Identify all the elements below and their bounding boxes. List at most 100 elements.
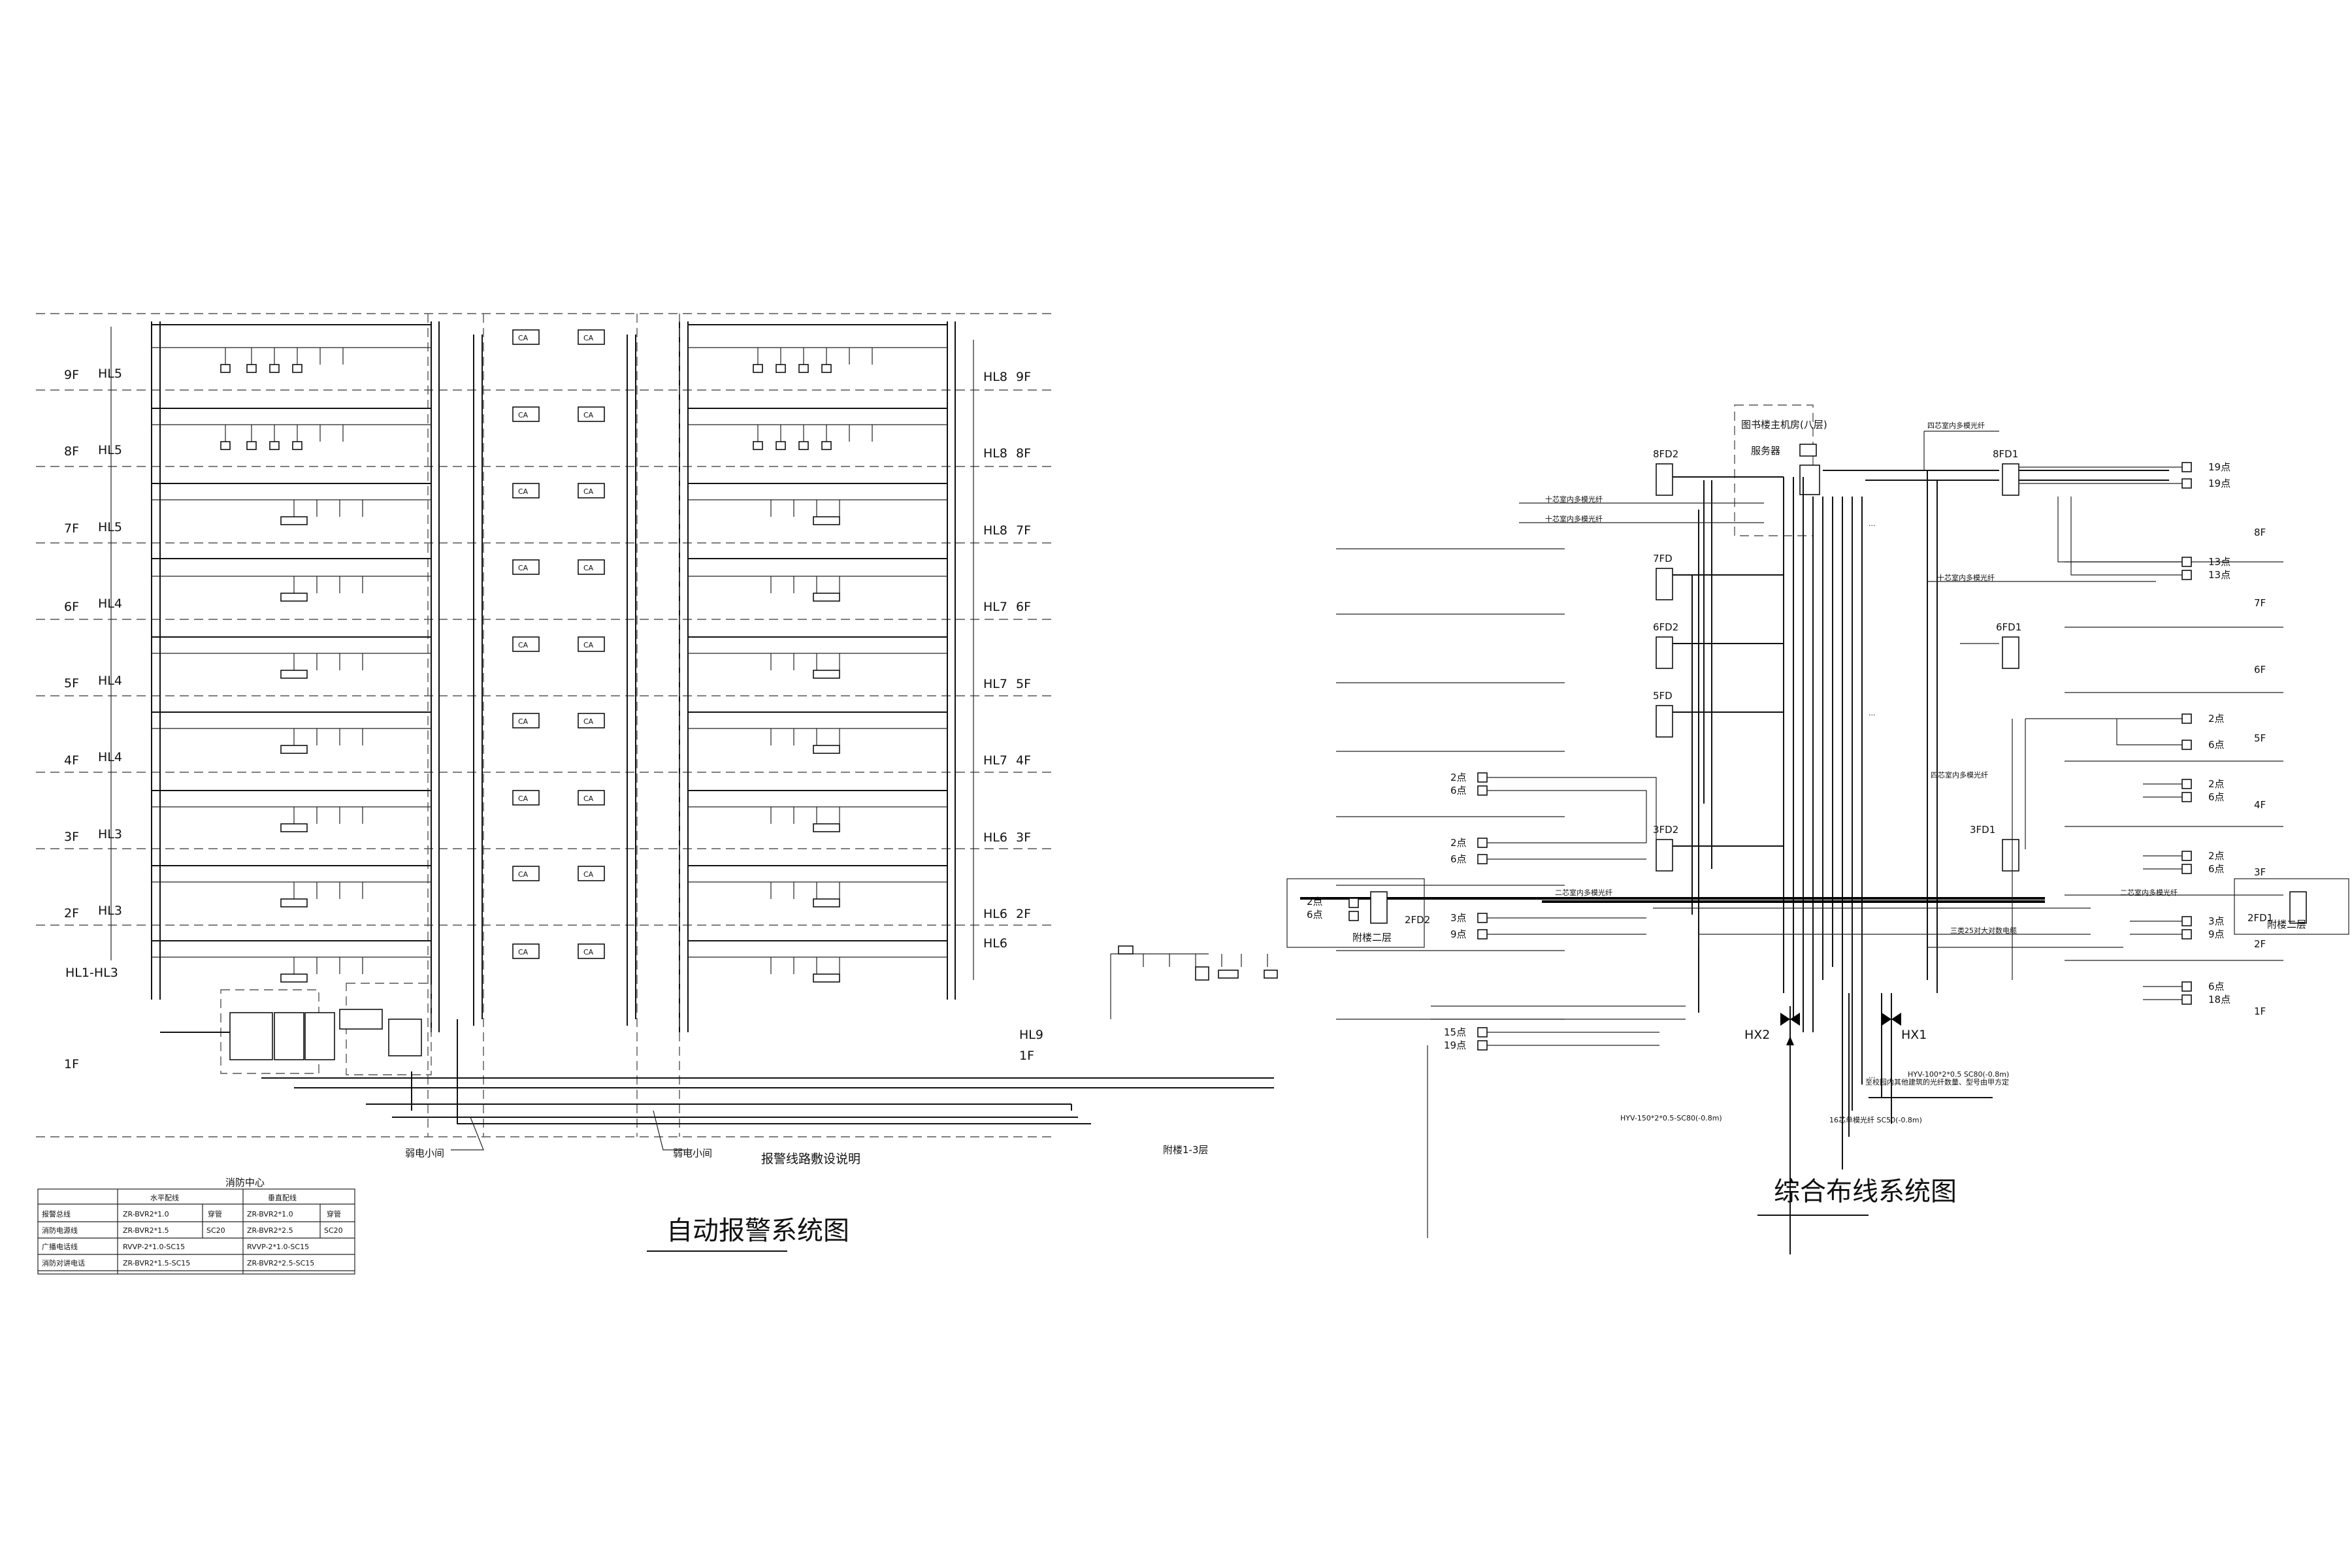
svg-text:附楼二层: 附楼二层 [2267, 919, 2306, 930]
hx1-label: HX1 [1901, 1028, 1927, 1042]
svg-text:HYV-100*2*0.5 SC80(-0.8m): HYV-100*2*0.5 SC80(-0.8m) [1908, 1070, 2009, 1079]
svg-text:3点: 3点 [1450, 912, 1467, 924]
svg-text:8F: 8F [2254, 527, 2266, 538]
svg-text:HL3: HL3 [98, 904, 122, 918]
svg-text:...: ... [1869, 709, 1876, 717]
svg-text:十芯室内多模光纤: 十芯室内多模光纤 [1545, 495, 1603, 504]
detector-boxes [220, 364, 840, 983]
svg-text:2F: 2F [64, 906, 79, 921]
control-center: 消防中心 弱电小间 弱电小间 附楼1-3层 [160, 945, 1278, 1188]
annex-left: 2点 6点 附楼二层 [1286, 878, 1425, 948]
cabling-diagram: 8F 7F 6F 5F 4F 3F 2F 1F 图书楼主机房(八层) 服务器 [1286, 404, 2349, 1254]
ca-label: CA [518, 794, 529, 803]
svg-text:十芯室内多模光纤: 十芯室内多模光纤 [1545, 514, 1603, 523]
svg-text:6点: 6点 [2208, 981, 2225, 992]
svg-text:...: ... [1869, 1071, 1876, 1080]
wiring-notes-title: 报警线路敷设说明 [761, 1152, 860, 1166]
svg-text:HL8: HL8 [983, 446, 1007, 461]
shaft-label-left: 弱电小间 [405, 1147, 444, 1159]
svg-text:4F: 4F [64, 753, 79, 768]
svg-text:穿管: 穿管 [208, 1209, 222, 1218]
svg-text:二芯室内多模光纤: 二芯室内多模光纤 [1555, 888, 1612, 897]
svg-text:SC20: SC20 [206, 1226, 225, 1235]
svg-text:18点: 18点 [2208, 994, 2230, 1005]
svg-text:...: ... [1869, 519, 1876, 528]
svg-text:RVVP-2*1.0-SC15: RVVP-2*1.0-SC15 [123, 1243, 185, 1251]
svg-text:报警总线: 报警总线 [42, 1209, 71, 1218]
svg-text:7F: 7F [2254, 597, 2266, 609]
wiring-table: 水平配线 垂直配线 报警总线 ZR-BVR2*1.0 ZR-BVR2*1.0 穿… [37, 1188, 355, 1275]
floor-labels-left: 9F 8F 7F 6F 5F 4F 3F 2F 1F [64, 368, 79, 1071]
svg-text:6点: 6点 [1450, 853, 1467, 865]
svg-text:5F: 5F [64, 676, 79, 691]
svg-text:广播电话线: 广播电话线 [42, 1242, 78, 1251]
devices-left [225, 348, 363, 974]
svg-text:垂直配线: 垂直配线 [268, 1193, 297, 1202]
ca-label: CA [583, 487, 594, 496]
svg-text:三类25对大对数电缆: 三类25对大对数电缆 [1950, 926, 2017, 935]
svg-text:7F: 7F [1016, 523, 1031, 538]
legend-note: 附楼1-3层 [1163, 1144, 1209, 1156]
right-outlets: 19点 19点 13点 13点 2点 6点 2点 6点 2点 6点 3点 9点 … [2012, 461, 2230, 1005]
floor-separators [36, 313, 1052, 1137]
hx-connectors: HX2 HX1 [1744, 1013, 1927, 1045]
svg-text:SC20: SC20 [324, 1226, 343, 1235]
svg-text:ZR-BVR2*2.5: ZR-BVR2*2.5 [247, 1226, 293, 1235]
ca-label: CA [518, 870, 529, 879]
svg-text:9F: 9F [64, 368, 79, 382]
svg-text:15点: 15点 [1444, 1026, 1466, 1038]
svg-text:ZR-BVR2*1.0: ZR-BVR2*1.0 [123, 1210, 169, 1218]
control-center-label: 消防中心 [225, 1177, 265, 1188]
distributor-7fd: 7FD [1653, 553, 1673, 564]
ca-label: CA [583, 948, 594, 956]
cabling-floor-labels: 8F 7F 6F 5F 4F 3F 2F 1F [2254, 527, 2266, 1017]
svg-text:1F: 1F [2254, 1005, 2266, 1017]
shaft-label-right: 弱电小间 [673, 1147, 712, 1159]
svg-text:HYV-150*2*0.5-SC80(-0.8m): HYV-150*2*0.5-SC80(-0.8m) [1620, 1114, 1722, 1122]
svg-text:19点: 19点 [1444, 1039, 1466, 1051]
svg-text:6点: 6点 [2208, 739, 2225, 751]
svg-text:ZR-BVR2*1.5: ZR-BVR2*1.5 [123, 1226, 169, 1235]
svg-text:HL5: HL5 [98, 443, 122, 457]
svg-text:HL4: HL4 [98, 750, 122, 764]
cabling-title: 综合布线系统图 [1774, 1177, 1957, 1207]
distributors-right: 8FD1 6FD1 3FD1 2FD1 [1970, 448, 2307, 924]
svg-text:7F: 7F [64, 521, 79, 536]
ca-label: CA [518, 334, 529, 342]
svg-text:8F: 8F [64, 444, 79, 459]
svg-text:二芯室内多模光纤: 二芯室内多模光纤 [2120, 888, 2178, 897]
cabling-notes: HYV-100*2*0.5 SC80(-0.8m) HYV-150*2*0.5-… [1620, 519, 2009, 1124]
svg-text:5F: 5F [2254, 732, 2266, 744]
fiber-labels: 四芯室内多模光纤 十芯室内多模光纤 十芯室内多模光纤 十芯室内多模光纤 四芯室内… [1545, 421, 2178, 935]
svg-text:HL1-HL3: HL1-HL3 [65, 966, 118, 980]
svg-text:消防对讲电话: 消防对讲电话 [42, 1258, 85, 1267]
svg-text:4F: 4F [2254, 799, 2266, 811]
ca-label: CA [518, 487, 529, 496]
distributors-left: 8FD2 7FD 6FD2 5FD 3FD2 2FD2 [1370, 448, 1678, 926]
svg-text:ZR-BVR2*2.5-SC15: ZR-BVR2*2.5-SC15 [247, 1259, 314, 1267]
floor-rulers [1336, 548, 2283, 1020]
svg-text:5F: 5F [1016, 677, 1031, 691]
svg-text:3F: 3F [64, 830, 79, 844]
trunk-lines [1300, 431, 2169, 1254]
svg-text:消防电源线: 消防电源线 [42, 1226, 78, 1235]
svg-text:四芯室内多模光纤: 四芯室内多模光纤 [1927, 421, 1985, 430]
svg-text:2F: 2F [2254, 938, 2266, 950]
annex-right: 附楼二层 [2234, 878, 2349, 935]
svg-text:HL6: HL6 [983, 830, 1007, 845]
svg-text:RVVP-2*1.0-SC15: RVVP-2*1.0-SC15 [247, 1243, 309, 1251]
svg-text:穿管: 穿管 [327, 1209, 341, 1218]
ca-label: CA [583, 794, 594, 803]
fire-alarm-title: 自动报警系统图 [666, 1216, 849, 1246]
svg-text:HL4: HL4 [98, 674, 122, 688]
distributor-6fd2: 6FD2 [1653, 621, 1678, 633]
ca-label: CA [583, 870, 594, 879]
svg-text:4F: 4F [1016, 753, 1031, 768]
svg-text:HL6: HL6 [983, 936, 1007, 951]
svg-text:6F: 6F [64, 600, 79, 614]
svg-text:9点: 9点 [1450, 928, 1467, 940]
floor-labels-right: 9F 8F 7F 6F 5F 4F 3F 2F HL9 1F [1016, 370, 1043, 1063]
svg-text:HL8: HL8 [983, 370, 1007, 384]
ca-label: CA [583, 334, 594, 342]
ca-label: CA [518, 411, 529, 419]
